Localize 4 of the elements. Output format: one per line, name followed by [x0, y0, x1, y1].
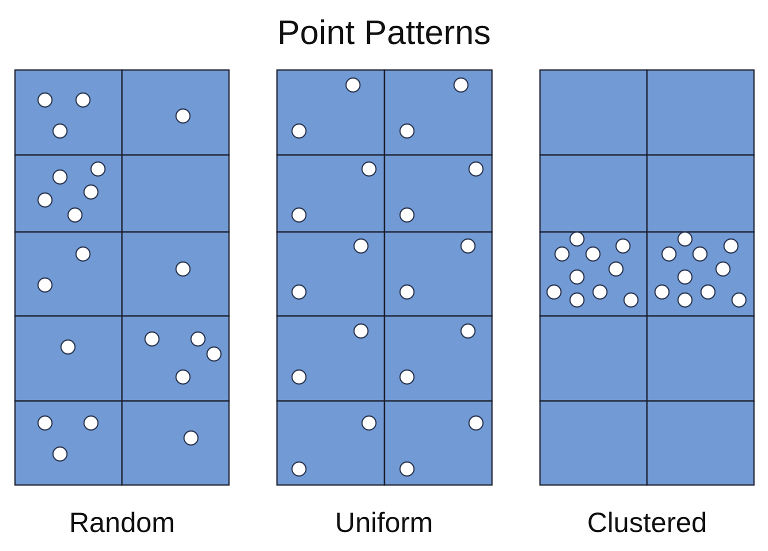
- panel-caption: Uniform: [334, 507, 434, 539]
- diagram-title: Point Patterns: [276, 14, 492, 53]
- panel-caption: Random: [68, 507, 176, 539]
- panel-caption: Clustered: [586, 507, 708, 539]
